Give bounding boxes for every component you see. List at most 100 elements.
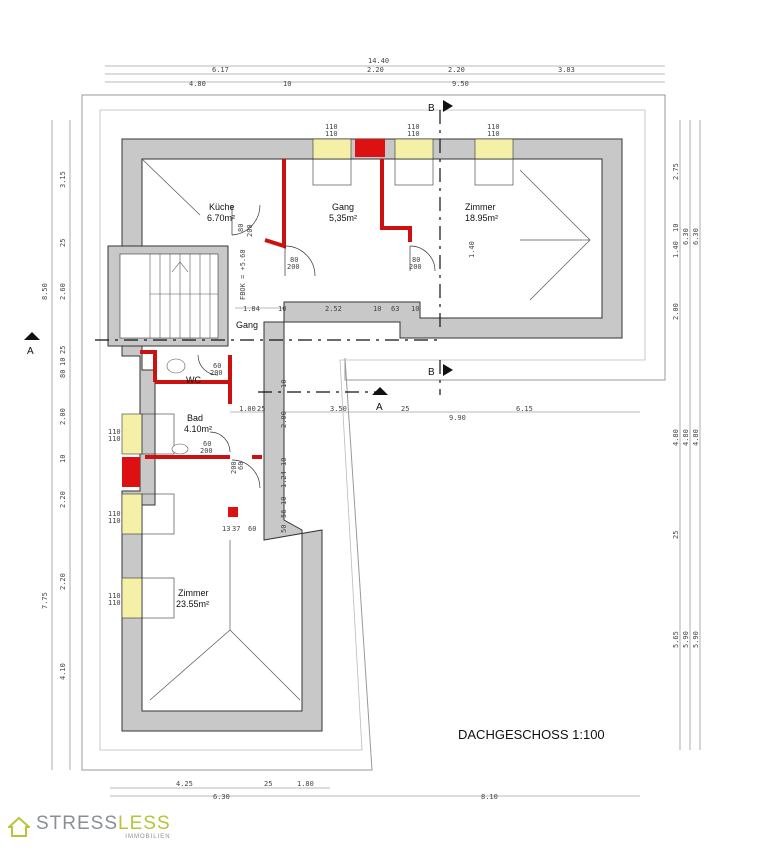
svg-text:110: 110 <box>325 123 338 131</box>
svg-text:200: 200 <box>230 461 238 474</box>
svg-text:1.84: 1.84 <box>243 305 260 313</box>
svg-text:110: 110 <box>407 130 420 138</box>
svg-text:10: 10 <box>59 358 67 366</box>
svg-text:4.80: 4.80 <box>672 429 680 446</box>
plan-title: DACHGESCHOSS 1:100 <box>458 727 605 742</box>
svg-text:50: 50 <box>280 525 288 533</box>
svg-text:2.20: 2.20 <box>59 573 67 590</box>
svg-text:14.40: 14.40 <box>368 57 389 65</box>
svg-text:25: 25 <box>59 346 67 354</box>
svg-text:10: 10 <box>280 380 288 388</box>
svg-text:110: 110 <box>108 599 121 607</box>
svg-text:80: 80 <box>412 256 420 264</box>
shaft-marker <box>228 507 238 517</box>
room-zimmer2-area: 23.55m² <box>176 599 209 609</box>
svg-text:13: 13 <box>222 525 230 533</box>
roof-ridges <box>141 158 591 701</box>
room-wc-name: WC <box>186 375 201 385</box>
svg-text:10: 10 <box>278 305 286 313</box>
svg-text:4.80: 4.80 <box>682 429 690 446</box>
room-zimmer2-name: Zimmer <box>178 588 209 598</box>
outer-walls <box>121 138 623 732</box>
svg-text:1.00: 1.00 <box>239 405 256 413</box>
logo-subtitle: IMMOBILIEN <box>125 834 171 840</box>
svg-text:9.90: 9.90 <box>449 414 466 422</box>
svg-text:110: 110 <box>487 130 500 138</box>
svg-text:5.90: 5.90 <box>682 631 690 648</box>
svg-text:2.20: 2.20 <box>448 66 465 74</box>
svg-text:25: 25 <box>264 780 272 788</box>
windows <box>121 138 514 619</box>
svg-text:25: 25 <box>672 531 680 539</box>
svg-text:3.83: 3.83 <box>558 66 575 74</box>
svg-text:200: 200 <box>246 224 254 237</box>
room-zimmer1-area: 18.95m² <box>465 213 498 223</box>
svg-text:25: 25 <box>401 405 409 413</box>
svg-text:80: 80 <box>290 256 298 264</box>
svg-text:3.50: 3.50 <box>330 405 347 413</box>
svg-text:3.15: 3.15 <box>59 171 67 188</box>
svg-text:37: 37 <box>232 525 240 533</box>
section-label-a-mid: A <box>376 402 383 413</box>
svg-text:7.75: 7.75 <box>41 592 49 609</box>
svg-text:6.30: 6.30 <box>213 793 230 801</box>
svg-text:80: 80 <box>237 224 245 232</box>
section-label-b-mid: B <box>428 367 435 378</box>
svg-text:110: 110 <box>108 592 121 600</box>
svg-text:60: 60 <box>203 440 211 448</box>
svg-text:6.17: 6.17 <box>212 66 229 74</box>
svg-text:1.40: 1.40 <box>672 241 680 258</box>
room-kueche-area: 6.70m² <box>207 213 235 223</box>
svg-text:4.10: 4.10 <box>59 663 67 680</box>
section-lines <box>95 110 441 395</box>
room-gang2-name: Gang <box>236 320 258 330</box>
door-swings <box>197 204 436 489</box>
svg-text:5.65: 5.65 <box>672 631 680 648</box>
svg-text:56: 56 <box>280 510 288 518</box>
staircase <box>107 245 229 347</box>
svg-text:1.24: 1.24 <box>280 471 288 488</box>
svg-text:1.40: 1.40 <box>468 241 476 258</box>
logo-part1: STRESS <box>36 813 119 834</box>
room-gang-area: 5,35m² <box>329 213 357 223</box>
svg-text:10: 10 <box>283 80 291 88</box>
svg-text:80: 80 <box>59 370 67 378</box>
svg-text:110: 110 <box>108 435 121 443</box>
svg-text:10: 10 <box>373 305 381 313</box>
room-bad-name: Bad <box>187 413 203 423</box>
room-bad-area: 4.10m² <box>184 424 212 434</box>
svg-text:6.15: 6.15 <box>516 405 533 413</box>
svg-text:110: 110 <box>108 517 121 525</box>
dimension-lines <box>51 65 701 797</box>
svg-text:6.30: 6.30 <box>692 228 700 245</box>
house-logo-icon <box>8 816 30 837</box>
dimension-texts: 14.40 6.17 2.20 2.20 3.83 4.80 10 9.50 3… <box>41 57 700 801</box>
svg-text:5.90: 5.90 <box>692 631 700 648</box>
chimney-left <box>122 457 140 487</box>
svg-text:200: 200 <box>409 263 422 271</box>
fixtures <box>166 358 189 455</box>
svg-text:9.50: 9.50 <box>452 80 469 88</box>
svg-text:200: 200 <box>287 263 300 271</box>
room-kueche-name: Küche <box>209 202 235 212</box>
svg-text:10: 10 <box>280 497 288 505</box>
company-logo: STRESSLESS IMMOBILIEN <box>8 814 171 840</box>
svg-text:60: 60 <box>213 362 221 370</box>
room-gang-name: Gang <box>332 202 354 212</box>
svg-text:4.80: 4.80 <box>692 429 700 446</box>
svg-text:60: 60 <box>248 525 256 533</box>
svg-text:110: 110 <box>325 130 338 138</box>
svg-text:10: 10 <box>672 224 680 232</box>
svg-text:2.60: 2.60 <box>59 283 67 300</box>
logo-wordmark: STRESSLESS IMMOBILIEN <box>36 814 171 840</box>
room-zimmer1-name: Zimmer <box>465 202 496 212</box>
section-arrows <box>24 100 453 395</box>
svg-text:200: 200 <box>200 447 213 455</box>
logo-part2: LESS <box>118 813 171 834</box>
svg-text:1.80: 1.80 <box>297 780 314 788</box>
svg-text:2.75: 2.75 <box>672 163 680 180</box>
svg-text:110: 110 <box>407 123 420 131</box>
svg-text:63: 63 <box>391 305 399 313</box>
svg-text:110: 110 <box>108 428 121 436</box>
roof-inner <box>99 109 646 751</box>
